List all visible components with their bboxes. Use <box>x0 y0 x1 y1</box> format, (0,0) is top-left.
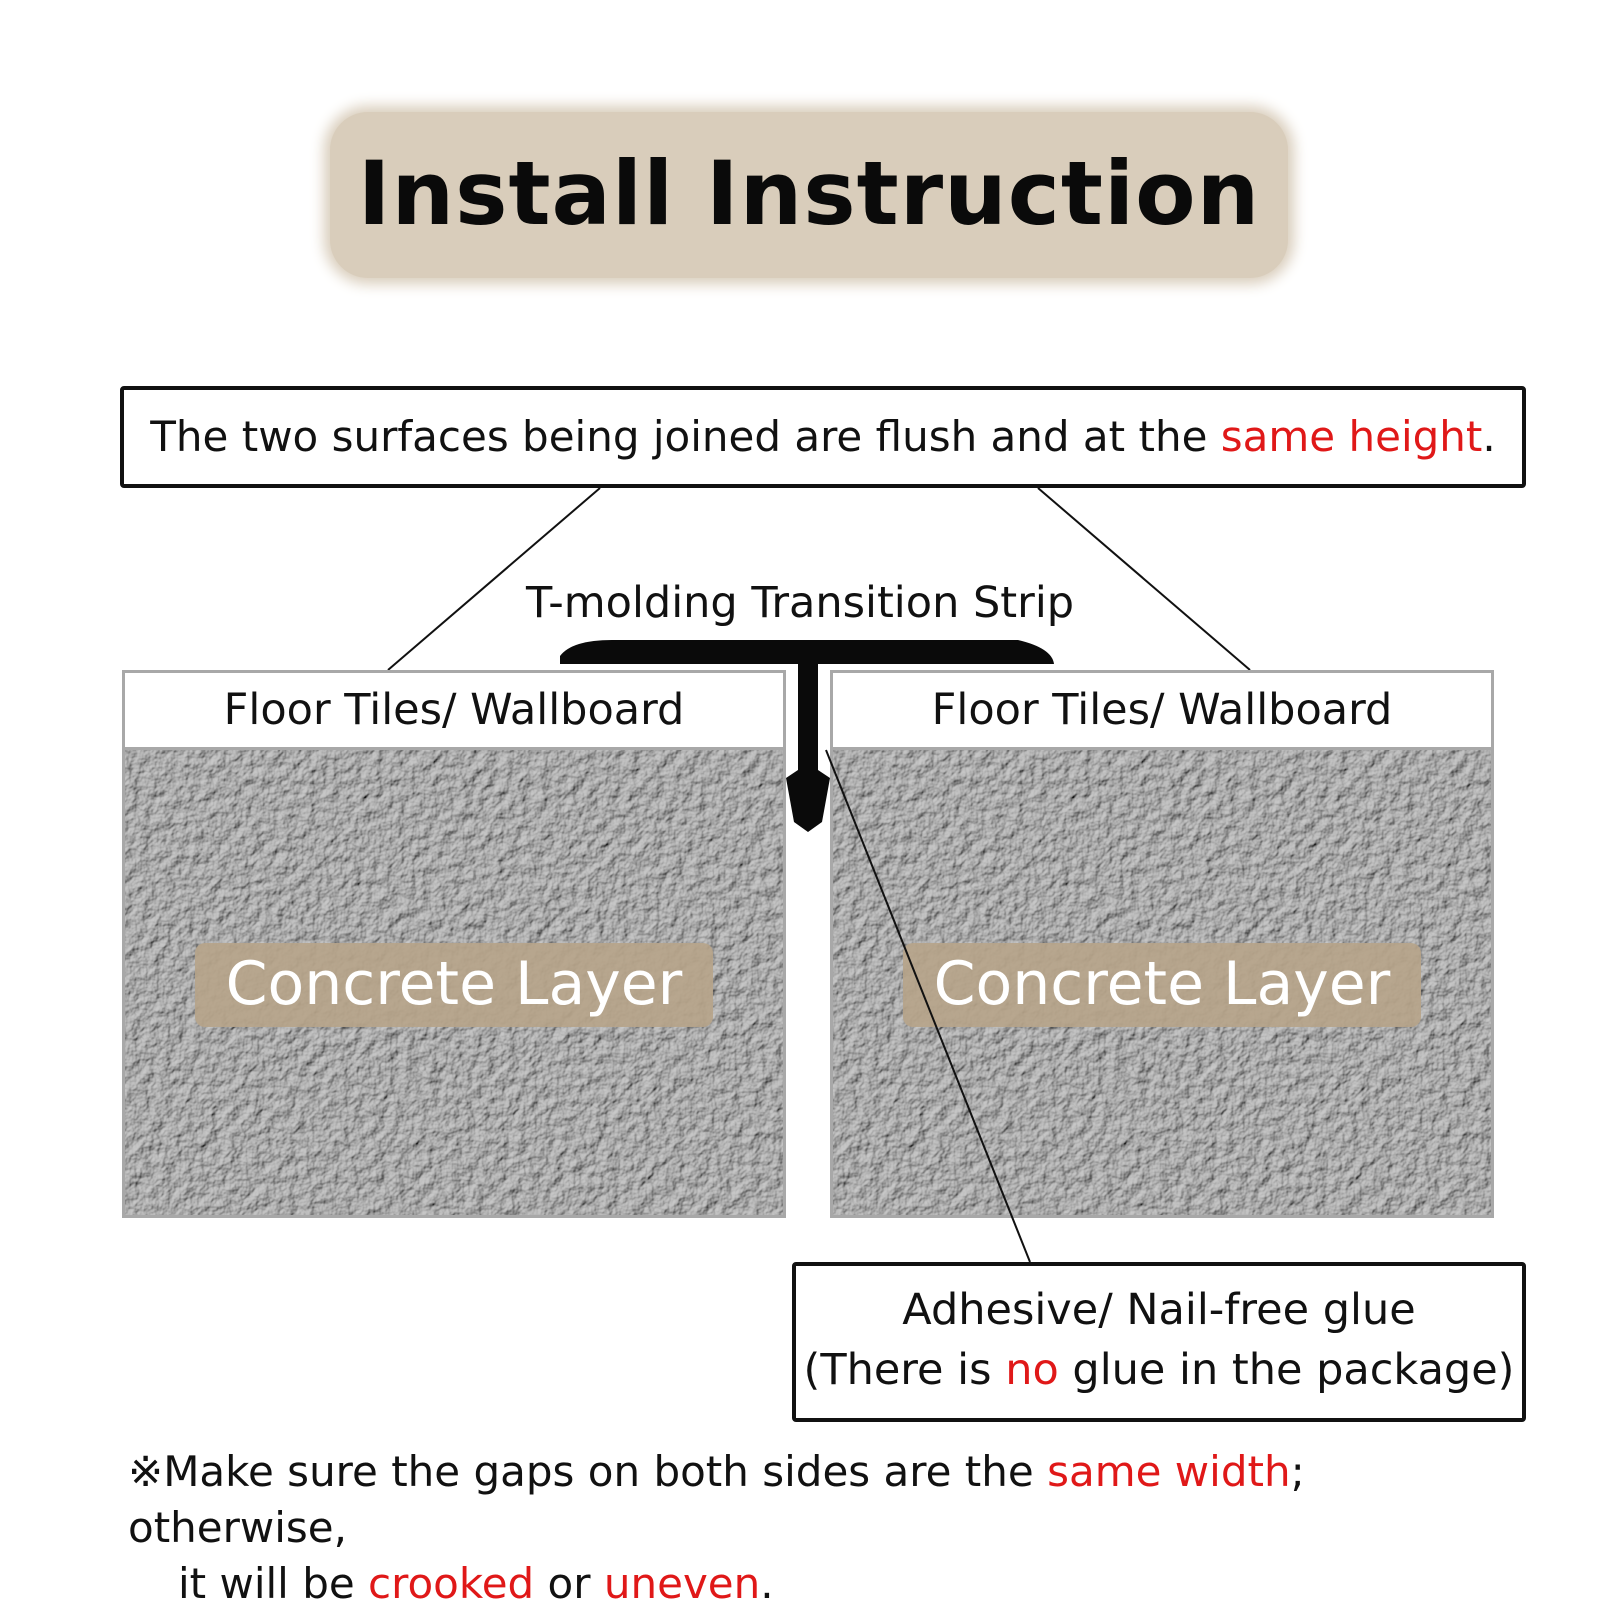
warning-text-2: ; otherwise, <box>128 1447 1305 1552</box>
warning-highlight-uneven: uneven <box>603 1559 761 1608</box>
left-concrete-label: Concrete Layer <box>195 943 713 1027</box>
adhesive-note-end: glue in the package) <box>1058 1345 1515 1395</box>
callout-line-left <box>387 487 601 671</box>
adhesive-note-text: (There is <box>803 1345 1006 1395</box>
warning-highlight-crooked: crooked <box>368 1559 535 1608</box>
left-floor-block: Floor Tiles/ Wallboard Concrete Layer <box>122 670 786 1218</box>
t-molding-label: T-molding Transition Strip <box>525 578 1075 628</box>
adhesive-note-line1: Adhesive/ Nail-free glue <box>902 1285 1416 1335</box>
title-banner: Install Instruction <box>330 112 1288 278</box>
gap-warning-note: ※Make sure the gaps on both sides are th… <box>128 1444 1528 1612</box>
warning-text-3: it will be <box>178 1559 369 1608</box>
right-concrete-label: Concrete Layer <box>903 943 1421 1027</box>
warning-text-1: ※Make sure the gaps on both sides are th… <box>128 1447 1048 1496</box>
title-background <box>330 112 1288 278</box>
warning-line-2: it will be crooked or uneven. <box>128 1556 1528 1612</box>
adhesive-note-highlight: no <box>1005 1345 1059 1395</box>
page-title: Install Instruction <box>357 142 1261 245</box>
flush-note-highlight: same height <box>1220 412 1483 461</box>
adhesive-note-line2: (There is no glue in the package) <box>796 1340 1522 1400</box>
adhesive-note: Adhesive/ Nail-free glue (There is no gl… <box>792 1262 1526 1422</box>
t-molding-cap <box>560 640 1054 664</box>
t-molding-stem <box>786 664 830 832</box>
left-surface-label: Floor Tiles/ Wallboard <box>125 673 783 750</box>
right-floor-block: Floor Tiles/ Wallboard Concrete Layer <box>830 670 1494 1218</box>
warning-highlight-same-width: same width <box>1047 1447 1291 1496</box>
right-surface-label: Floor Tiles/ Wallboard <box>833 673 1491 750</box>
flush-surfaces-note: The two surfaces being joined are flush … <box>120 386 1526 488</box>
flush-note-end: . <box>1482 412 1496 461</box>
flush-note-text: The two surfaces being joined are flush … <box>150 412 1221 461</box>
callout-line-right <box>1037 487 1251 671</box>
warning-text-4: or <box>534 1559 604 1608</box>
warning-text-5: . <box>760 1559 774 1608</box>
glue-callout-line <box>825 749 1031 1263</box>
